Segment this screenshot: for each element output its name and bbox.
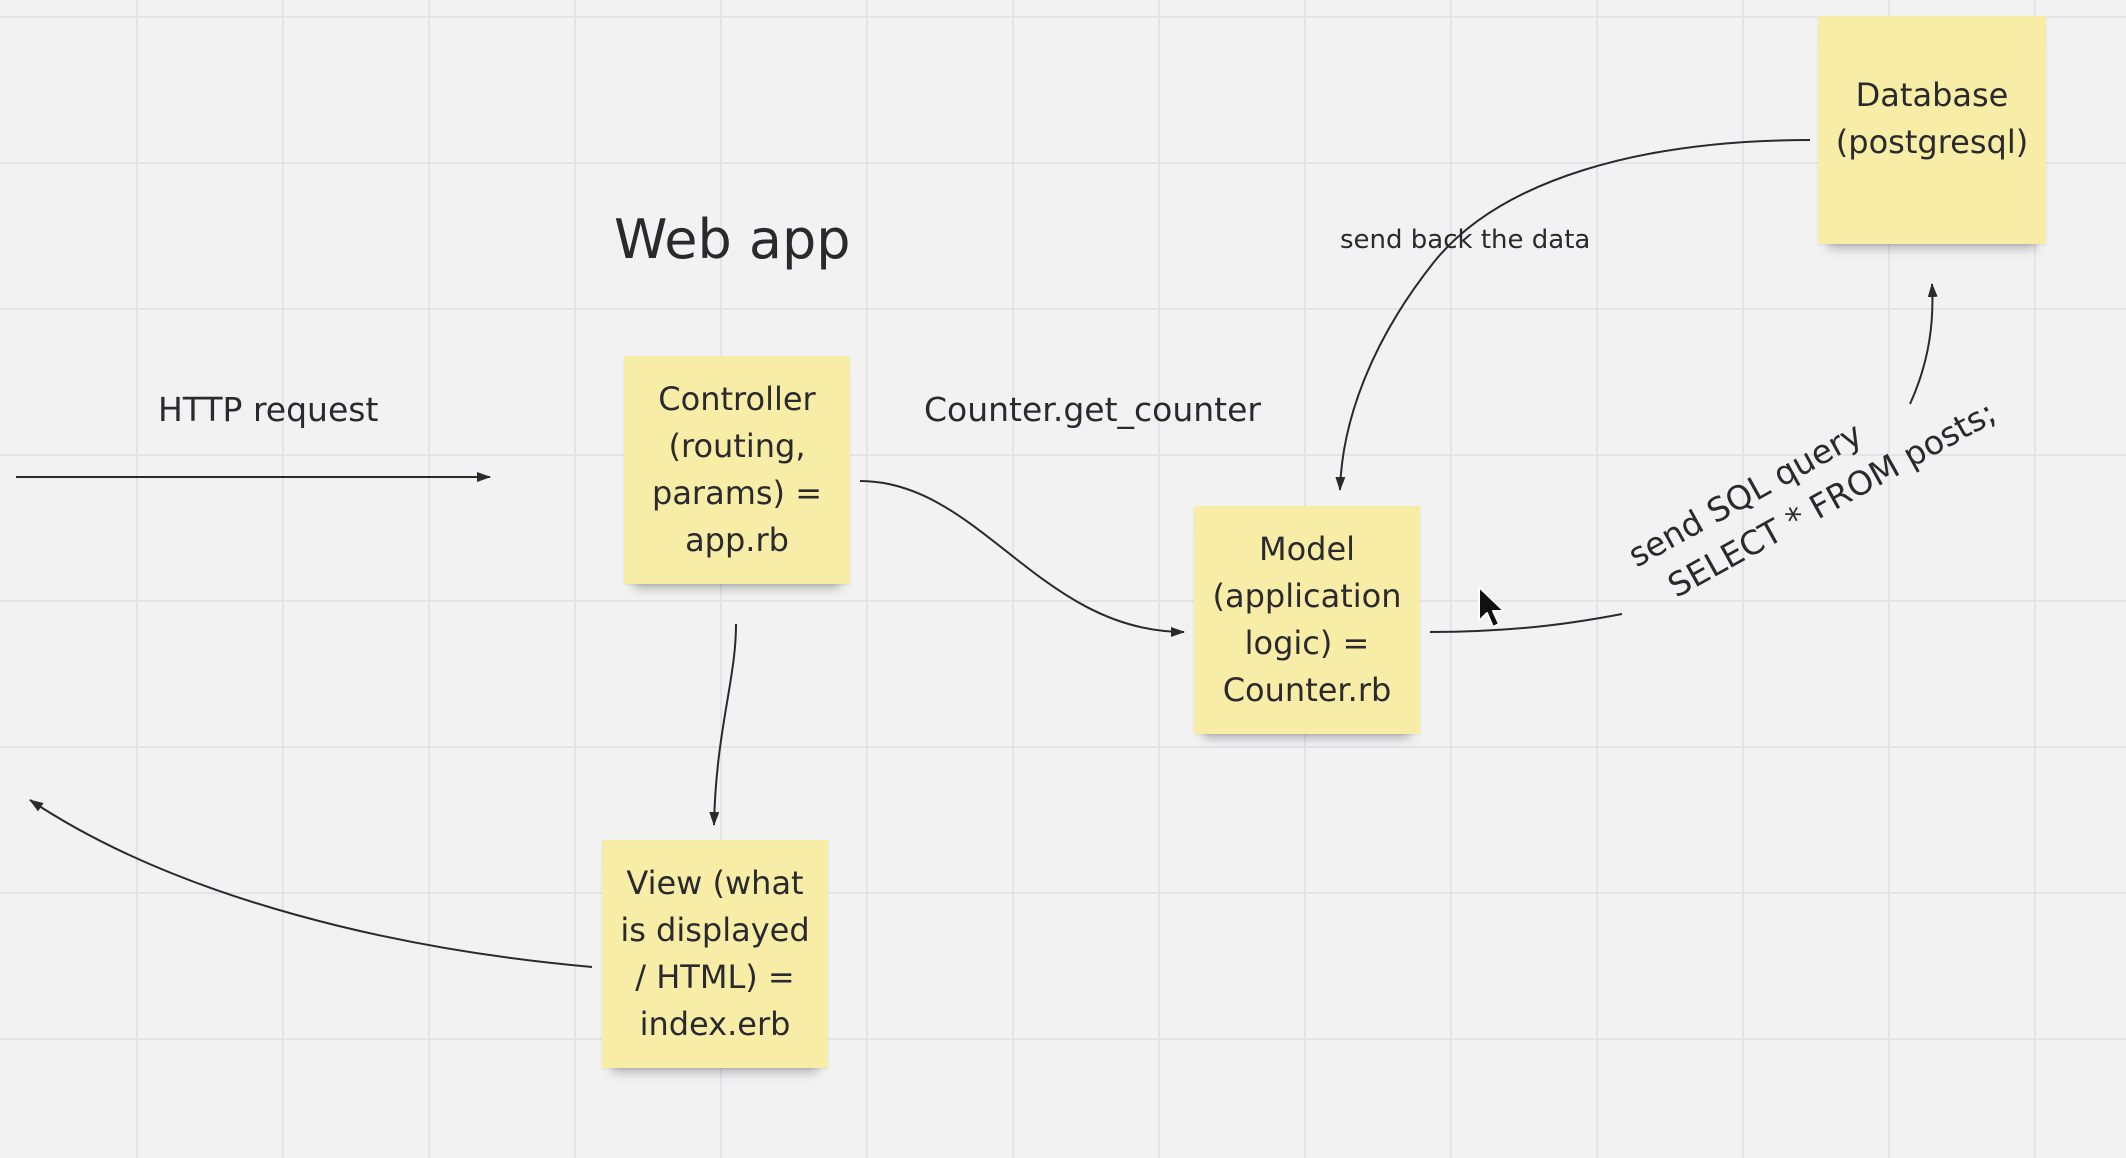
sticky-model[interactable]: Model (application logic) = Counter.rb [1194,506,1420,734]
sticky-database[interactable]: Database (postgresql) [1818,16,2046,244]
sticky-view-text: View (what is displayed / HTML) = index.… [620,864,810,1043]
diagram-title: Web app [614,208,851,271]
sticky-model-text: Model (application logic) = Counter.rb [1212,530,1402,709]
sticky-controller-text: Controller (routing, params) = app.rb [652,380,822,559]
arrow-controller-to-model[interactable] [859,480,1185,637]
sql-query-label: send SQL query SELECT * FROM posts; [1620,350,2004,619]
sticky-database-text: Database (postgresql) [1835,76,2029,161]
arrow-model-to-sql-label[interactable] [1429,613,1623,633]
arrow-database-to-model[interactable] [1335,139,1811,491]
sticky-controller[interactable]: Controller (routing, params) = app.rb [624,356,850,584]
http-request-label: HTTP request [158,390,379,429]
send-back-data-label: send back the data [1340,225,1591,255]
mouse-pointer-icon [1478,586,1505,628]
sticky-view[interactable]: View (what is displayed / HTML) = index.… [602,840,828,1068]
counter-call-label: Counter.get_counter [924,390,1261,429]
arrow-controller-to-view[interactable] [709,623,737,826]
arrow-view-to-response[interactable] [29,799,593,968]
